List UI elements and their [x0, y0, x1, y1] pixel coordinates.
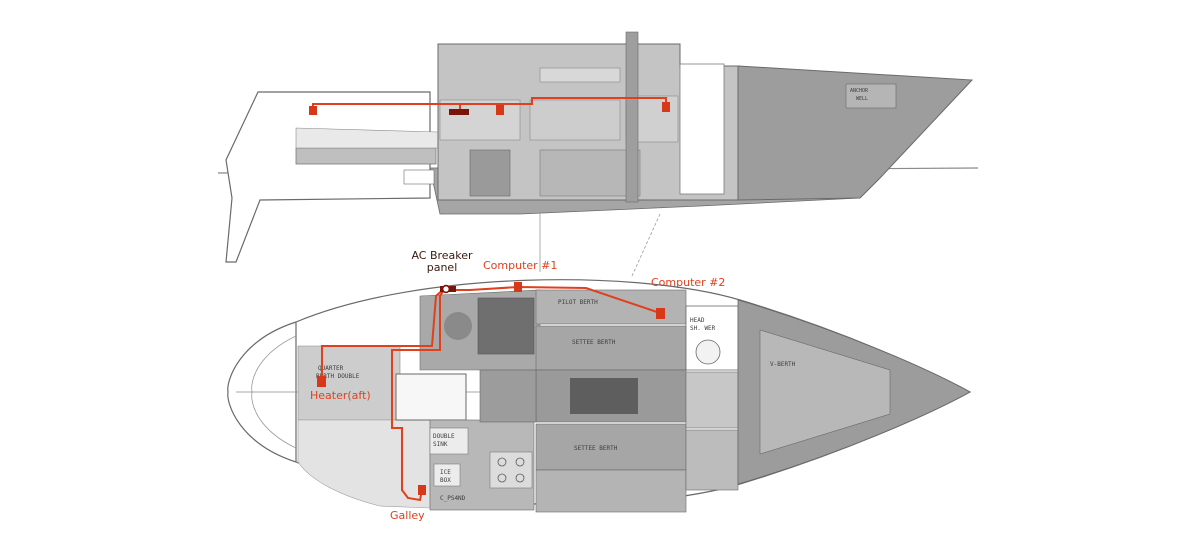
side-profile-view: ANCHOR WELL [217, 31, 979, 263]
cabin-panel [529, 99, 621, 141]
chart-table [477, 297, 535, 355]
computer2-device [656, 308, 665, 319]
forward-locker [685, 429, 739, 491]
settee-berth-starboard [535, 423, 687, 471]
cabin-panel [439, 99, 521, 141]
double-sink-label: DOUBLE [433, 433, 455, 440]
settee-berth-top-label: SETTEE BERTH [572, 339, 616, 346]
heater-label: Heater(aft) [310, 389, 371, 402]
companionway-step [444, 312, 472, 340]
anchor-well-sub: WELL [856, 96, 868, 102]
engine-box [395, 373, 467, 421]
stove-burner [515, 473, 525, 483]
heater-wire [321, 286, 447, 380]
profile-wire [500, 97, 667, 105]
ice-box-sub: BOX [440, 477, 451, 484]
ice-box [433, 463, 461, 487]
settee-berth-bottom-label: SETTEE BERTH [574, 445, 618, 452]
settee-front [539, 149, 641, 197]
bow-section [737, 65, 974, 201]
hanging-locker [685, 371, 739, 429]
galley-label: Galley [390, 509, 425, 522]
head-compartment [679, 63, 725, 195]
stove-burner [497, 473, 507, 483]
double-sink-sub: SINK [433, 441, 448, 448]
cabin-window [539, 67, 621, 83]
stern-outline [225, 91, 431, 263]
quarter-berth-label: QUARTER [318, 365, 344, 372]
ac-breaker-label-line1: AC Breaker [411, 249, 473, 262]
stern-curve [227, 321, 297, 463]
ice-box-label: ICE [440, 469, 451, 476]
mast [625, 31, 639, 203]
rudder-stock [403, 169, 435, 185]
galley-device [418, 485, 426, 495]
heater-device [317, 376, 326, 387]
double-sink [429, 427, 469, 455]
toilet [695, 339, 721, 365]
profile-computer2-device [662, 102, 670, 112]
settee-berth-port [535, 325, 687, 371]
plan-wiring [317, 282, 665, 502]
settee-front [469, 149, 511, 197]
table-top [570, 378, 638, 414]
profile-computer1-device [496, 105, 504, 115]
profile-heater-device [309, 106, 317, 115]
quarter-berth-sub: BERTH DOUBLE [316, 373, 360, 380]
stove-burner [515, 457, 525, 467]
ac-breaker-label: AC Breaker panel [402, 250, 482, 274]
head-label: HEAD [690, 317, 705, 324]
stove [489, 451, 533, 489]
v-berth-label: V-BERTH [770, 361, 796, 368]
computer1-label: Computer #1 [483, 259, 558, 272]
galley-stove-label: C_PS4ND [440, 495, 466, 502]
ac-breaker-label-line2: panel [426, 261, 458, 274]
saloon-locker [535, 469, 687, 513]
computer2-label: Computer #2 [651, 276, 726, 289]
plan-view: QUARTER BERTH DOUBLE DOUBLE SINK ICE BOX… [227, 279, 972, 513]
head-sub: SH. WER [690, 325, 716, 332]
anchor-well-label: ANCHOR [850, 88, 869, 94]
aft-locker [297, 419, 431, 509]
cockpit-seat [295, 147, 437, 165]
quarter-berth [297, 345, 401, 421]
v-berth-cushion [759, 329, 891, 455]
leader-line [631, 213, 661, 277]
pilot-berth-label: PILOT BERTH [558, 299, 598, 306]
profile-wiring [309, 97, 670, 115]
stove-burner [497, 457, 507, 467]
cabin-sole [479, 369, 537, 423]
ac-breaker-node [441, 284, 451, 294]
profile-breaker-panel [449, 109, 469, 115]
galley-wire [391, 286, 447, 502]
anchor-well-box [845, 83, 897, 109]
computer1-device [514, 282, 522, 292]
